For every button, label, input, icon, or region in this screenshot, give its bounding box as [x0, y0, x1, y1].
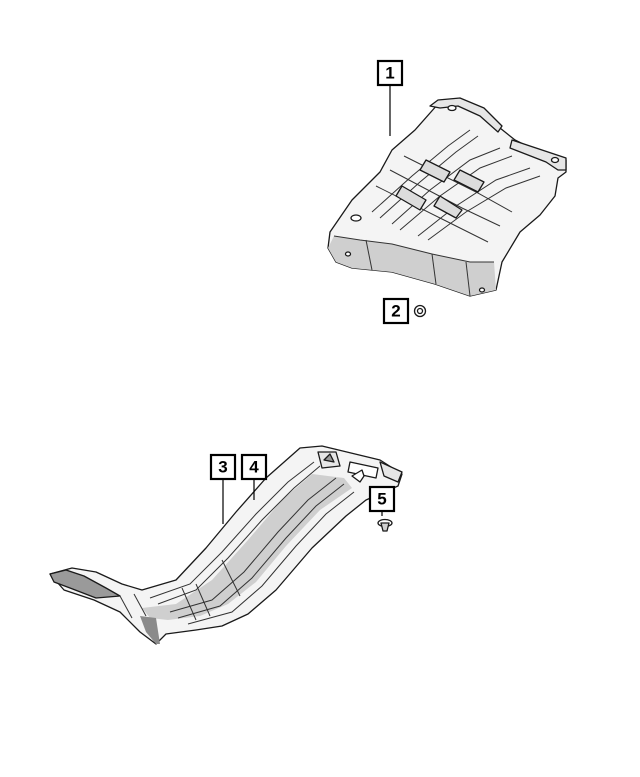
heat-shield-part-3-4: [49, 445, 403, 645]
push-pin-part-5: [377, 518, 393, 532]
callout-3: 3: [209, 453, 237, 481]
callout-2: 2: [382, 297, 410, 325]
leader-lines: [222, 86, 391, 524]
callout-1: 1: [376, 59, 404, 87]
callout-5: 5: [368, 485, 396, 513]
callout-5-label: 5: [377, 490, 386, 509]
callout-2-label: 2: [391, 302, 400, 321]
nut-part-2: [413, 304, 427, 318]
callout-1-label: 1: [385, 64, 394, 83]
callout-4-label: 4: [249, 458, 259, 477]
callout-4: 4: [240, 453, 268, 481]
skid-plate-part-1: [327, 97, 567, 297]
callout-3-label: 3: [218, 458, 227, 477]
